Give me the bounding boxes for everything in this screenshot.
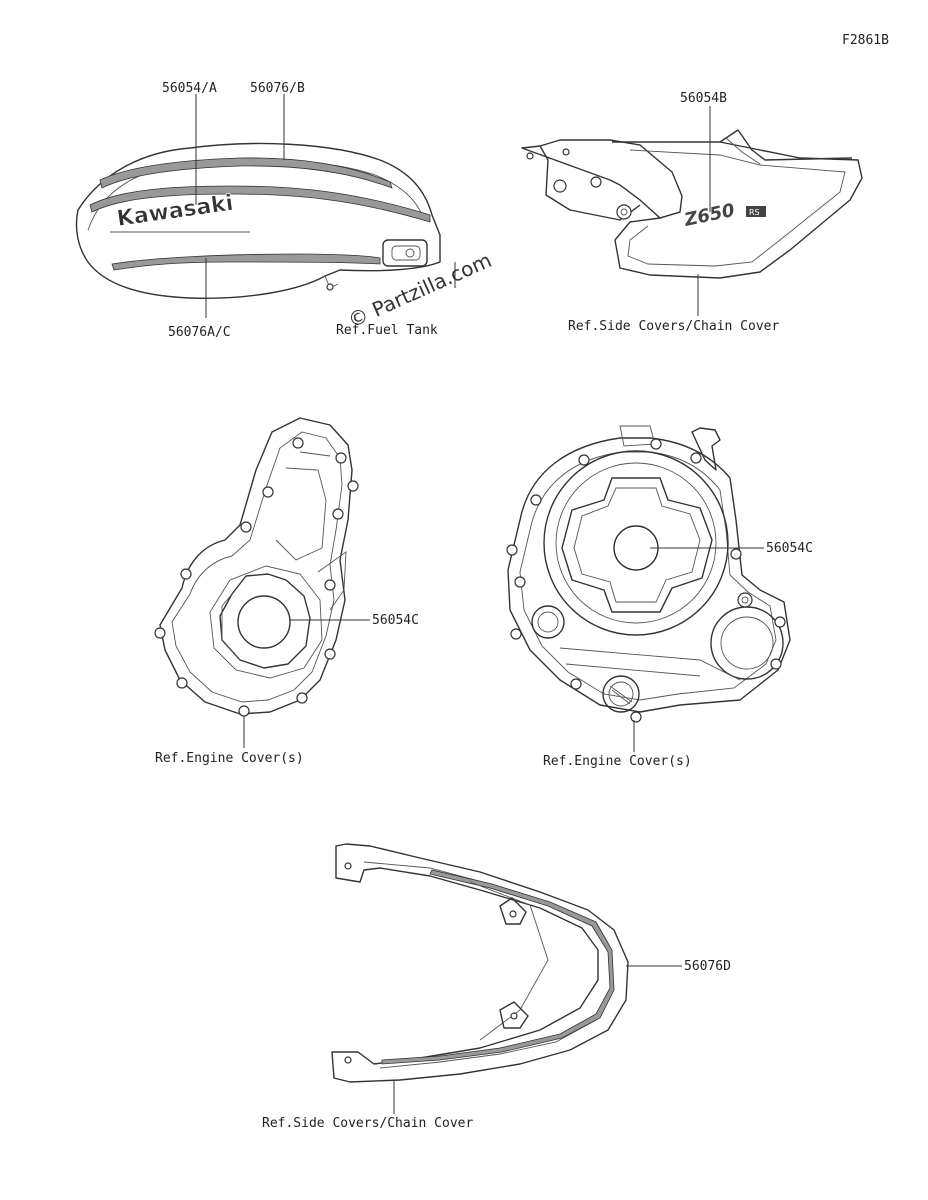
callout-56076b: 56076/B <box>250 81 305 96</box>
fuel-tank: Kawasaki <box>75 142 441 299</box>
callout-ref-engine-cover-right: Ref.Engine Cover(s) <box>543 754 692 769</box>
side-cover: Z650 RS <box>521 129 863 279</box>
callout-ref-engine-cover-left: Ref.Engine Cover(s) <box>155 751 304 766</box>
callout-clutch-56054c: 56054C <box>766 541 813 556</box>
callout-ref-fuel-tank: Ref.Fuel Tank <box>336 323 438 338</box>
callout-ref-side-covers-bottom: Ref.Side Covers/Chain Cover <box>262 1116 473 1131</box>
callout-56054b: 56054B <box>680 91 727 106</box>
callout-56054a: 56054/A <box>162 81 217 96</box>
side-badge-box <box>746 206 766 217</box>
callout-stator-56054c: 56054C <box>372 613 419 628</box>
callout-56076d: 56076D <box>684 959 731 974</box>
figure-id: F2861B <box>842 33 889 48</box>
stator-cover <box>154 417 359 717</box>
callout-ref-side-covers-top: Ref.Side Covers/Chain Cover <box>568 319 779 334</box>
tail-cowl <box>331 843 629 1083</box>
side-z650-logo: Z650 <box>682 200 737 231</box>
side-badge-text: RS <box>749 208 760 217</box>
clutch-cover <box>506 425 791 723</box>
callout-56076ac: 56076A/C <box>168 325 231 340</box>
